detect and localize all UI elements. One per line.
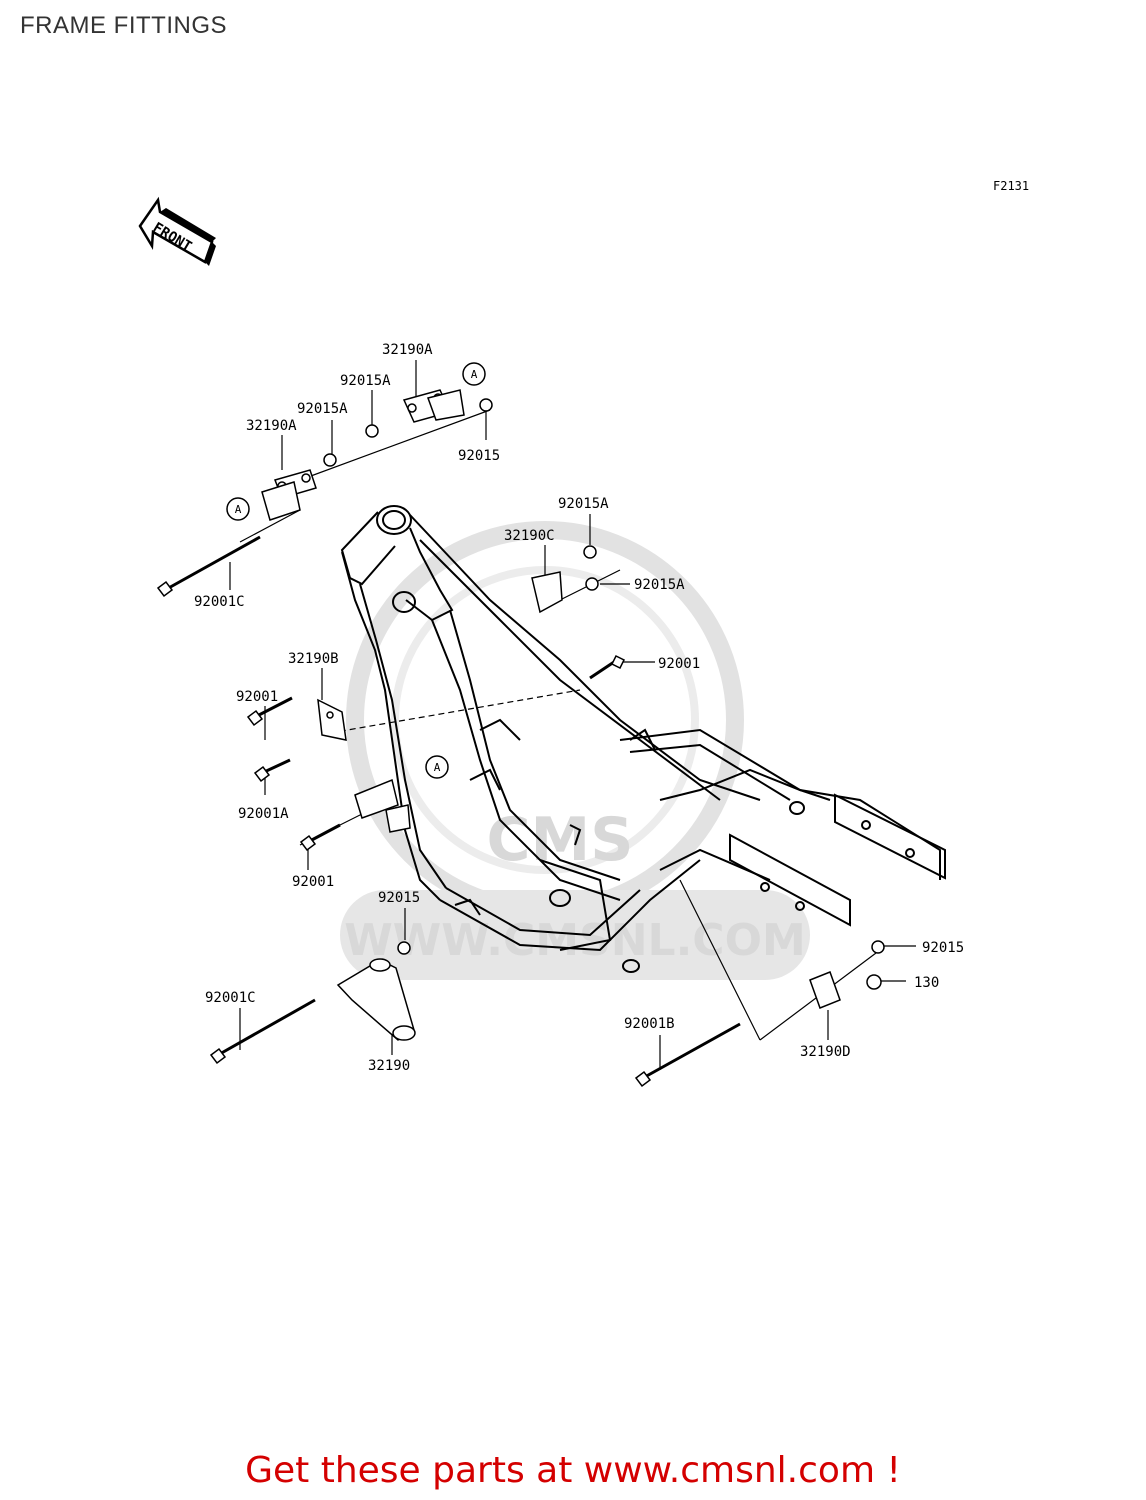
callout-a-top: A <box>471 368 478 381</box>
reference-code: F2131 <box>993 179 1029 193</box>
part-label-92001b[interactable]: 92001B <box>624 1016 675 1032</box>
part-label-32190[interactable]: 32190 <box>368 1058 410 1074</box>
part-number-labels: 32190A 92015A 92015A 32190A 92015 92001C… <box>194 342 964 1074</box>
part-label-130[interactable]: 130 <box>914 975 939 991</box>
part-label-32190c[interactable]: 32190C <box>504 528 555 544</box>
callout-a-frame: A <box>434 761 441 774</box>
motorcycle-frame <box>340 505 946 973</box>
part-label-32190a-left[interactable]: 32190A <box>246 418 297 434</box>
fastener-parts <box>156 389 885 1088</box>
part-label-92001c-top[interactable]: 92001C <box>194 594 245 610</box>
part-label-92001-left[interactable]: 92001 <box>236 689 278 705</box>
page-title: FRAME FITTINGS <box>20 12 227 39</box>
front-arrow-icon: FRONT <box>138 196 216 266</box>
leader-lines <box>229 360 916 1070</box>
part-label-92015a-right-top[interactable]: 92015A <box>558 496 609 512</box>
watermark-url: WWW.CMSNL.COM <box>344 915 806 966</box>
part-label-92015-top[interactable]: 92015 <box>458 448 500 464</box>
part-label-32190d[interactable]: 32190D <box>800 1044 851 1060</box>
part-label-92001-right[interactable]: 92001 <box>658 656 700 672</box>
part-label-92015-bottom-right[interactable]: 92015 <box>922 940 964 956</box>
part-label-92015a-top[interactable]: 92015A <box>340 373 391 389</box>
callout-a-left: A <box>235 503 242 516</box>
part-label-92001a[interactable]: 92001A <box>238 806 289 822</box>
part-label-92015a-right[interactable]: 92015A <box>634 577 685 593</box>
promo-link[interactable]: Get these parts at www.cmsnl.com ! <box>245 1450 901 1491</box>
part-label-92015-lower[interactable]: 92015 <box>378 890 420 906</box>
callout-a-markers: A A A <box>226 362 486 779</box>
watermark-logo: CMS <box>487 805 634 875</box>
part-label-92001c-bottom[interactable]: 92001C <box>205 990 256 1006</box>
part-label-32190b[interactable]: 32190B <box>288 651 339 667</box>
part-label-32190a-top[interactable]: 32190A <box>382 342 433 358</box>
part-label-92015a-mid[interactable]: 92015A <box>297 401 348 417</box>
part-label-92001-lower[interactable]: 92001 <box>292 874 334 890</box>
cmsnl-watermark: WWW.CMSNL.COM CMS <box>340 521 810 980</box>
